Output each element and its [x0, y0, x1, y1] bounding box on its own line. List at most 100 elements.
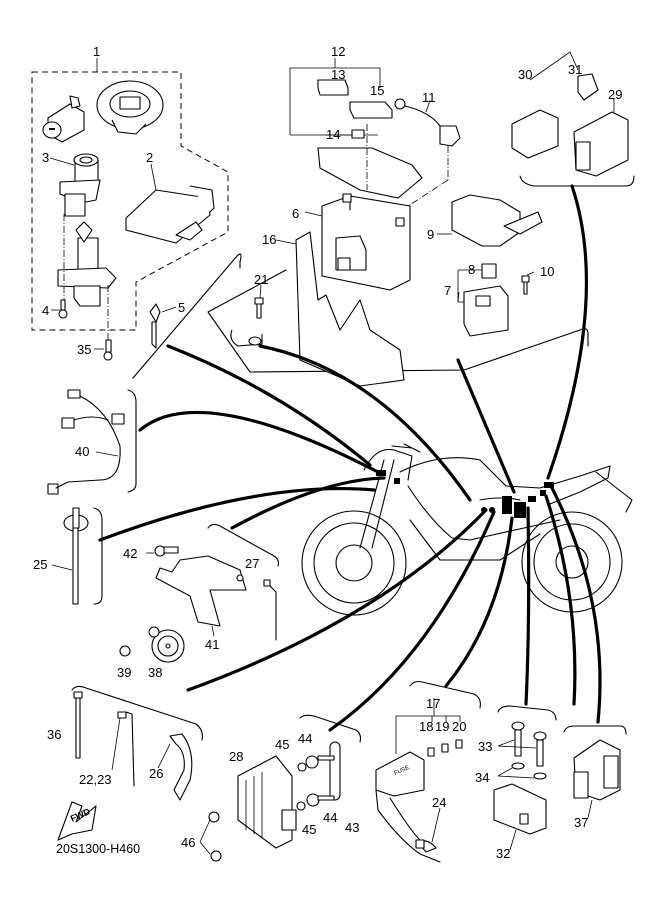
part-43-bolts	[317, 741, 341, 801]
callout-25[interactable]: 25	[33, 557, 48, 572]
seat-lock-cylinder	[42, 95, 85, 143]
part-15-pad	[349, 101, 393, 119]
part-36-cable-tie	[73, 691, 83, 759]
callout-16[interactable]: 16	[262, 232, 277, 247]
callout-34[interactable]: 34	[475, 770, 490, 785]
part-39-nut	[119, 645, 131, 657]
part-26-clamp	[169, 733, 193, 801]
callout-40[interactable]: 40	[75, 444, 90, 459]
part-21-bolt	[254, 297, 264, 319]
callout-26[interactable]: 26	[149, 766, 164, 781]
callout-1[interactable]: 1	[93, 44, 101, 59]
main-switch	[57, 214, 117, 346]
callout-38[interactable]: 38	[148, 665, 163, 680]
callout-33[interactable]: 33	[478, 739, 493, 754]
callout-43[interactable]: 43	[345, 820, 360, 835]
callout-9[interactable]: 9	[427, 227, 435, 242]
callout-31[interactable]: 31	[568, 62, 583, 77]
callout-4[interactable]: 4	[42, 303, 50, 318]
part-8-fuse	[481, 263, 497, 279]
callout-39[interactable]: 39	[117, 665, 132, 680]
battery-group-outline	[132, 253, 242, 379]
rectifier-group-bracket	[299, 714, 362, 743]
part-40-sub-harness	[47, 389, 125, 495]
part-10-bolt	[521, 275, 530, 295]
band-group-bracket	[93, 507, 103, 605]
part-41-horn-bracket	[155, 555, 247, 627]
part-29-relay	[573, 111, 629, 177]
callout-21[interactable]: 21	[254, 272, 269, 287]
callout-5[interactable]: 5	[178, 300, 186, 315]
part-9-relay-cover	[451, 194, 543, 247]
callout-13[interactable]: 13	[331, 67, 346, 82]
part-46-nuts	[208, 811, 222, 862]
callout-10[interactable]: 10	[540, 264, 555, 279]
part-6-battery	[321, 193, 411, 291]
callout-27[interactable]: 27	[245, 556, 260, 571]
callout-2[interactable]: 2	[146, 150, 154, 165]
callout-15[interactable]: 15	[370, 83, 385, 98]
callout-42[interactable]: 42	[123, 546, 138, 561]
callout-44-lower[interactable]: 44	[323, 810, 338, 825]
part-42-bolt	[154, 545, 179, 557]
callout-41[interactable]: 41	[205, 637, 220, 652]
part-34-washers	[511, 762, 547, 780]
part-44-grommets	[305, 755, 320, 807]
callout-35[interactable]: 35	[77, 342, 92, 357]
part-20-fuse	[455, 739, 463, 749]
callout-44-upper[interactable]: 44	[298, 731, 313, 746]
harness-group-bracket	[127, 389, 137, 493]
battery-cover-plate	[317, 124, 423, 199]
callout-24[interactable]: 24	[432, 795, 447, 810]
callout-20[interactable]: 20	[452, 719, 467, 734]
callout-45-lower[interactable]: 45	[302, 822, 317, 837]
callout-30[interactable]: 30	[518, 67, 533, 82]
callout-17[interactable]: 17	[426, 696, 441, 711]
part-28-rectifier	[237, 755, 297, 849]
connection-lines	[98, 184, 602, 732]
part-32-connector	[493, 783, 547, 835]
callout-36[interactable]: 36	[47, 727, 62, 742]
callout-28[interactable]: 28	[229, 749, 244, 764]
callout-18[interactable]: 18	[419, 719, 434, 734]
callout-46[interactable]: 46	[181, 835, 196, 850]
callout-8[interactable]: 8	[468, 262, 476, 277]
relay-group-outline	[519, 175, 635, 187]
diagram-reference-code: 20S1300-H460	[56, 842, 141, 856]
callout-45-upper[interactable]: 45	[275, 737, 290, 752]
unit-37-bracket	[563, 725, 627, 735]
part-19-fuse	[441, 743, 449, 753]
part-18-fuse	[427, 747, 435, 757]
part-25-band	[63, 507, 89, 605]
kit-1-dashed-outline	[31, 71, 229, 331]
part-45-collars	[296, 762, 307, 811]
callout-22-23[interactable]: 22,23	[79, 772, 112, 787]
callout-12[interactable]: 12	[331, 44, 346, 59]
callout-29[interactable]: 29	[608, 87, 623, 102]
part-33-screws	[511, 721, 547, 767]
horn-group-bracket	[207, 523, 280, 567]
part-5-key	[149, 303, 161, 349]
part-2-immobilizer-unit	[125, 185, 215, 244]
part-13-pad	[317, 79, 349, 96]
part-7-starter-relay	[463, 285, 509, 337]
callout-14[interactable]: 14	[326, 127, 341, 142]
part-35-bolt	[103, 339, 113, 361]
callout-11[interactable]: 11	[422, 90, 436, 105]
callout-7[interactable]: 7	[444, 283, 452, 298]
part-24-band	[415, 839, 437, 853]
callout-6[interactable]: 6	[292, 206, 300, 221]
part-38-horn	[148, 626, 185, 663]
part-27-band	[263, 579, 277, 641]
part-11-lead	[394, 98, 461, 211]
fusebox-group-bracket	[409, 680, 481, 709]
part-37-unit	[573, 739, 621, 801]
fwd-arrow-icon	[57, 801, 97, 841]
part-31-cover	[577, 73, 599, 101]
callout-32[interactable]: 32	[496, 846, 511, 861]
part-3-steering-lock	[59, 153, 101, 217]
callout-19[interactable]: 19	[435, 719, 450, 734]
callout-37[interactable]: 37	[574, 815, 589, 830]
callout-3[interactable]: 3	[42, 150, 50, 165]
